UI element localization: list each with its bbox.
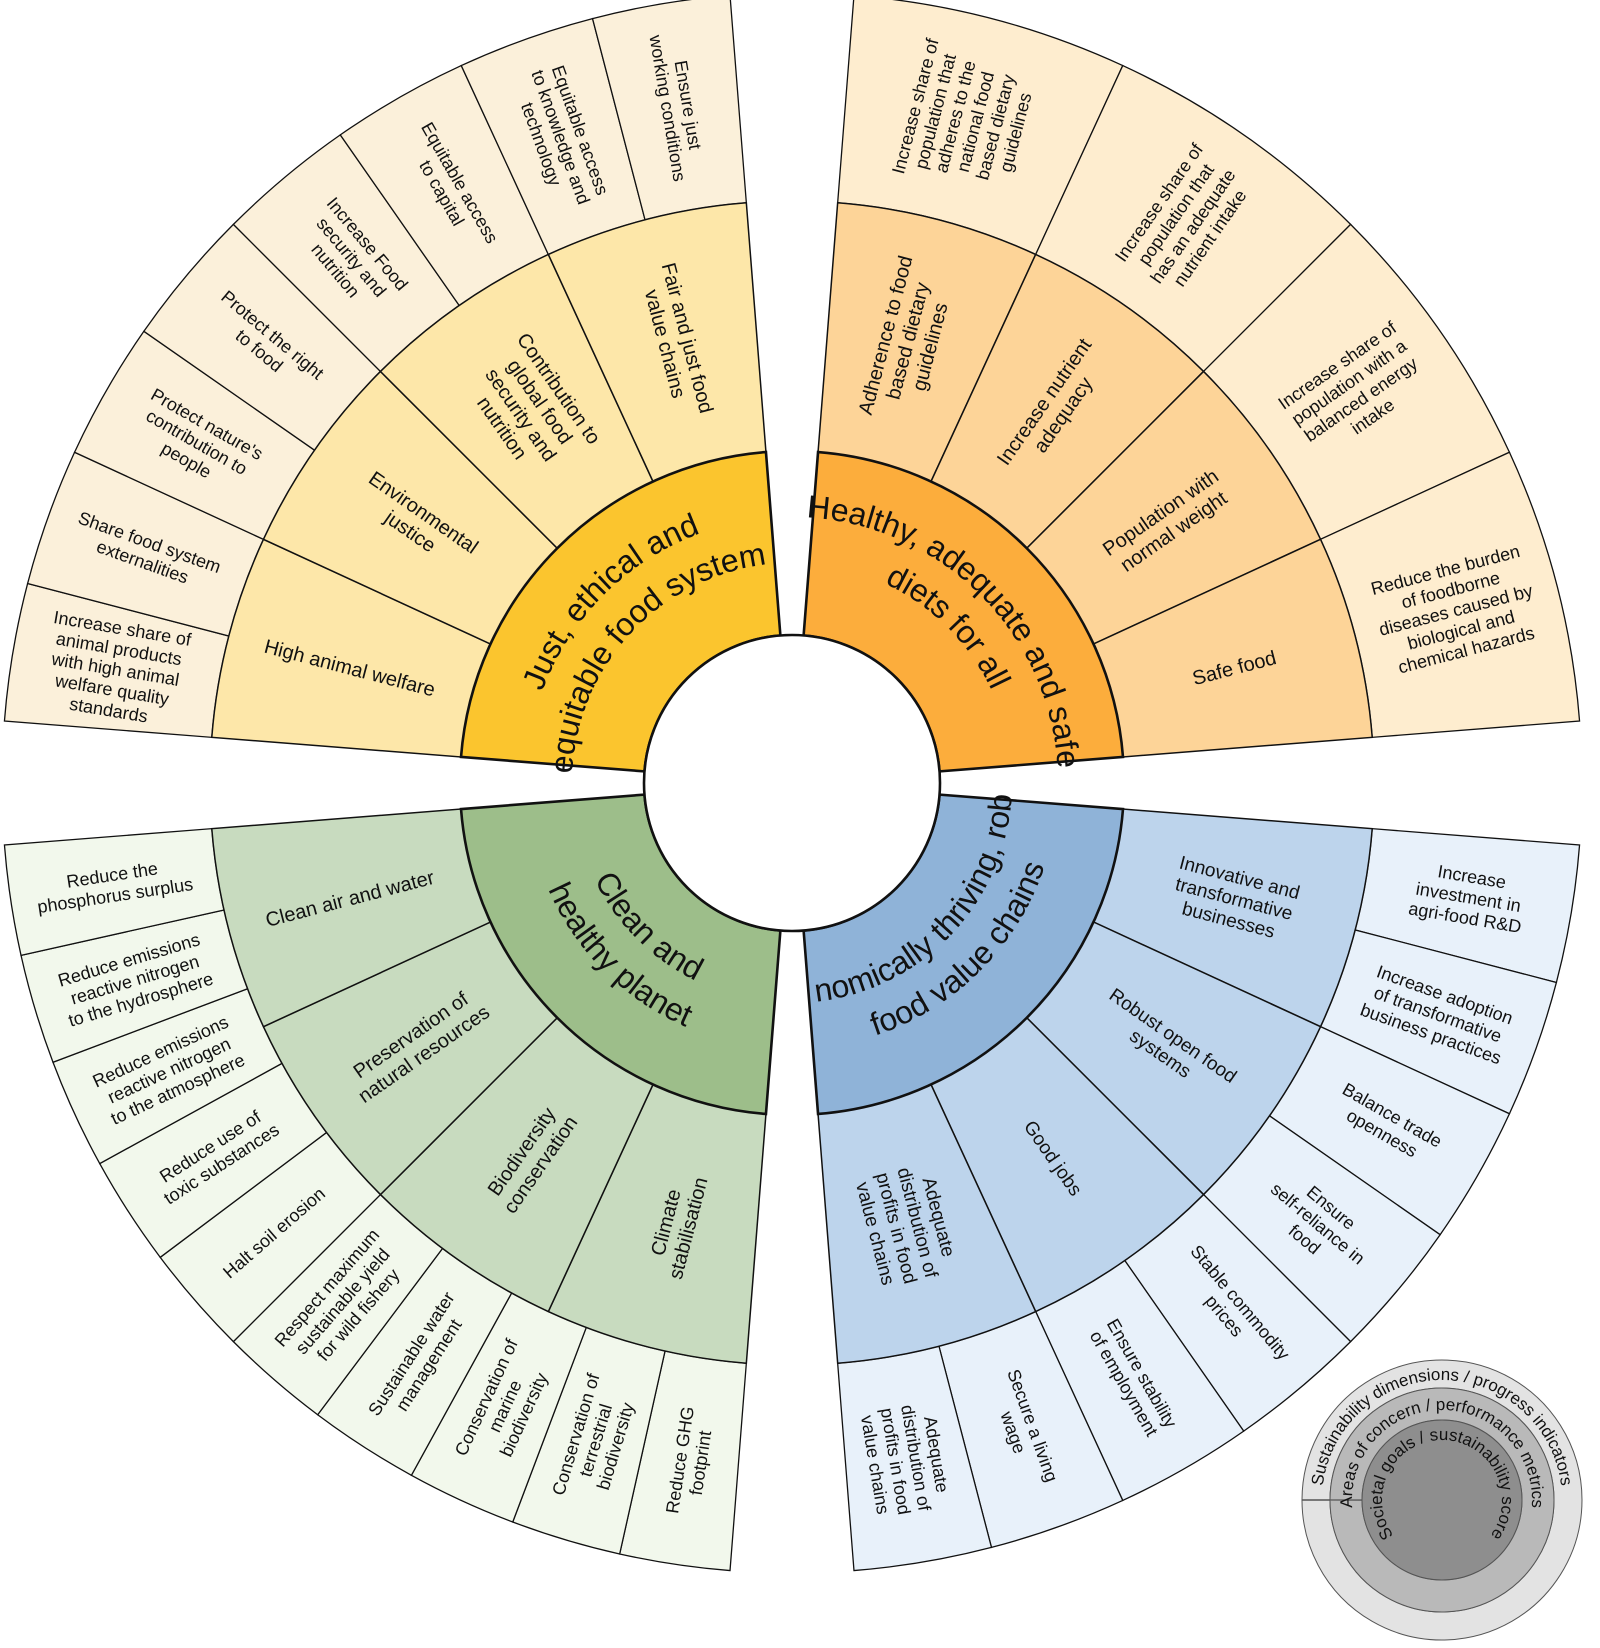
legend-ring [1361,1419,1523,1581]
quadrants-layer: Increase share ofanimal productswith hig… [0,0,1581,1572]
quadrant-1: Increase share ofanimal productswith hig… [0,0,782,774]
indicator-label: Increase share ofanimal productswith hig… [38,607,193,732]
indicator-label: Adequatedistribution ofprofits in foodva… [856,1399,955,1520]
quadrant-2: Increase share ofpopulation thatadheres … [802,0,1581,773]
center-hub [642,633,942,933]
legend: Sustainability dimensions / progress ind… [1301,1359,1583,1641]
